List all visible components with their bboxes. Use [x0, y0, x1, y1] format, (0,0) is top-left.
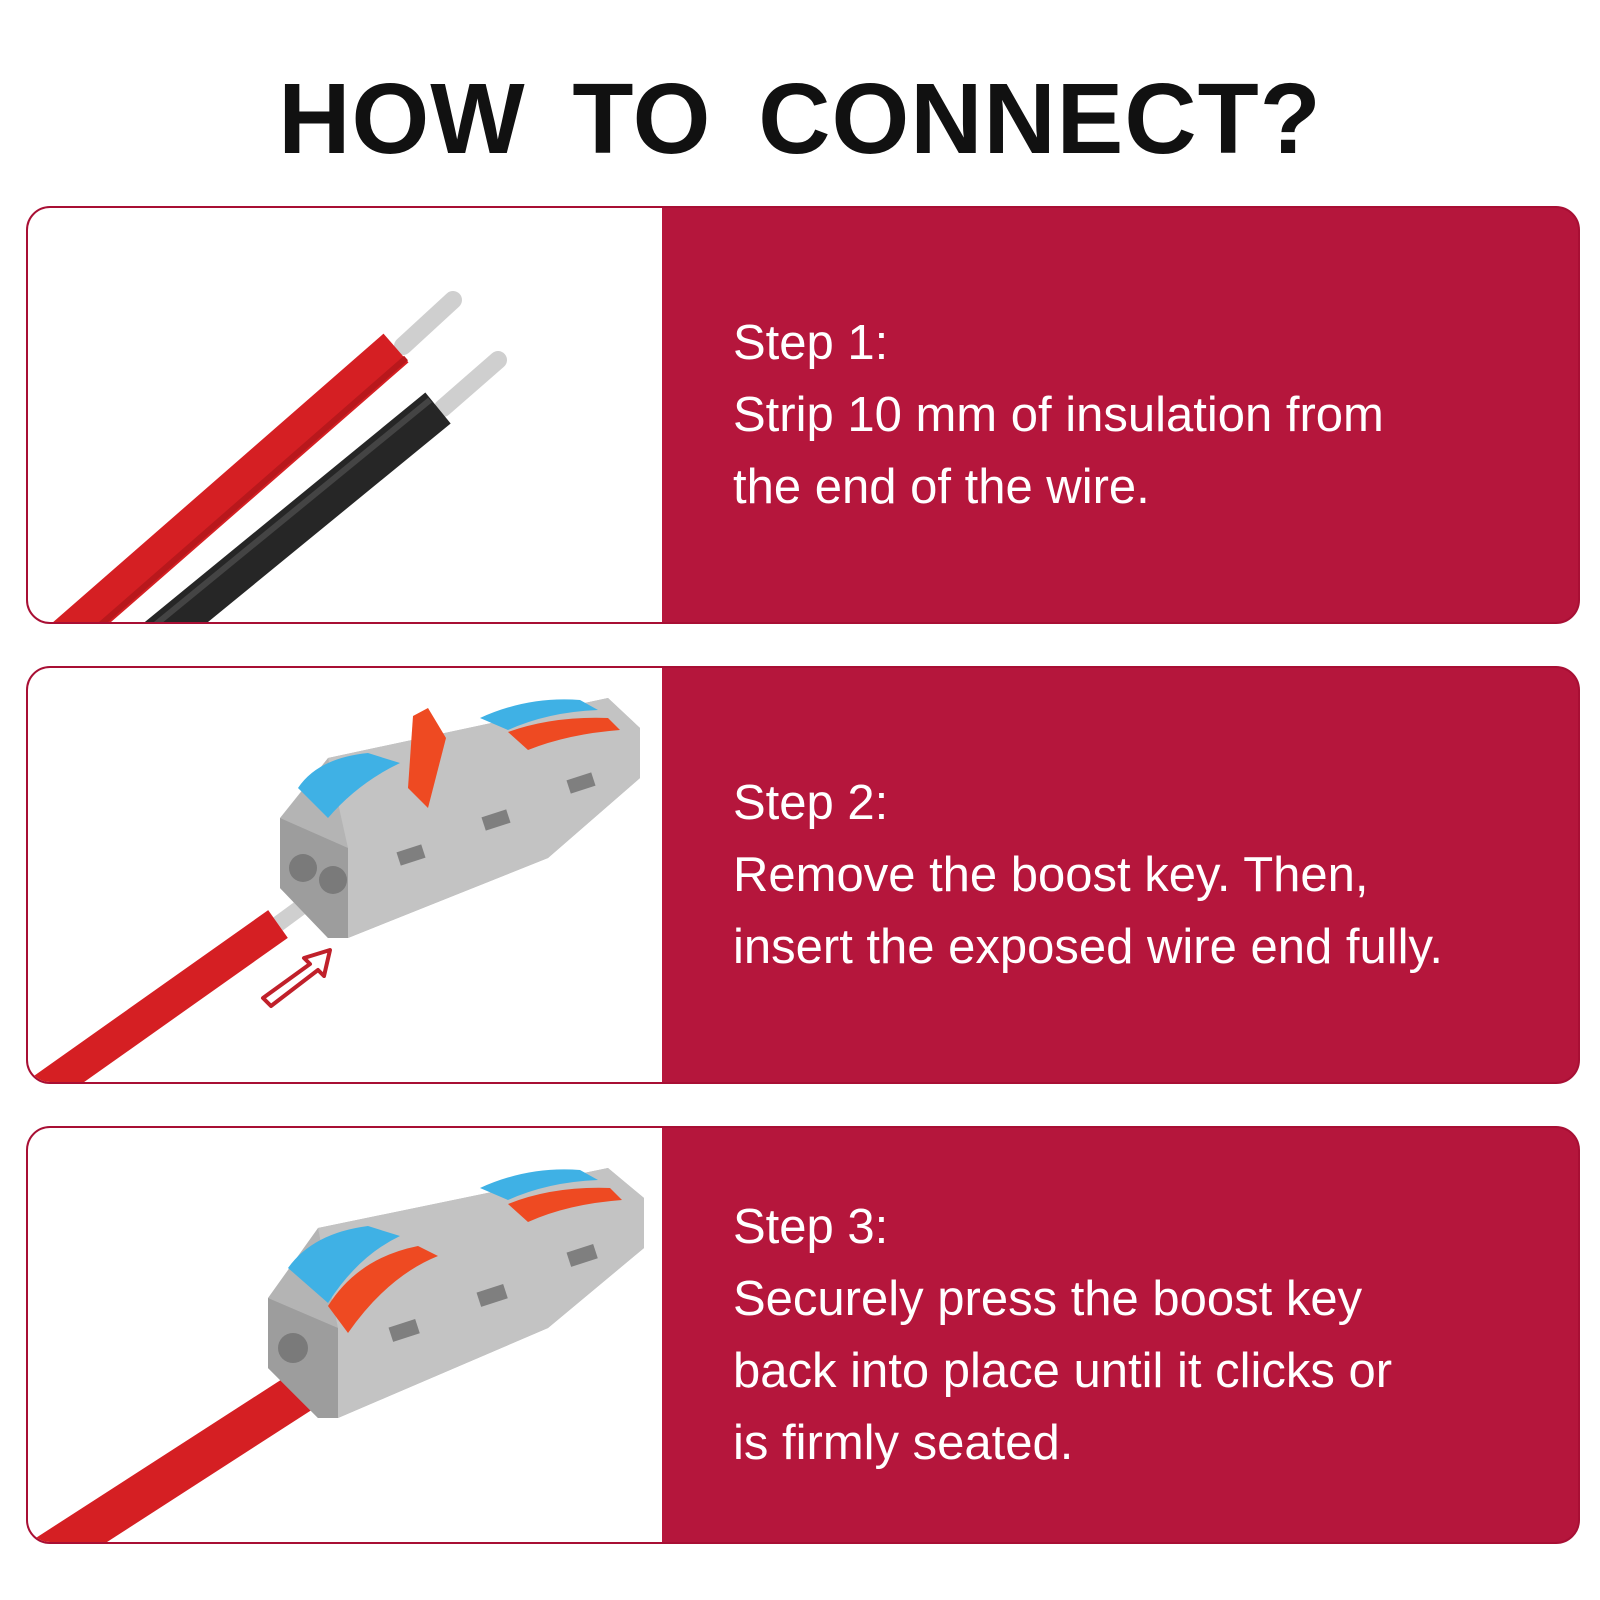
- step-2-card: Step 2: Remove the boost key. Then, inse…: [26, 666, 1580, 1084]
- insert-arrow-icon: [261, 948, 332, 1008]
- step-3-card: Step 3: Securely press the boost key bac…: [26, 1126, 1580, 1544]
- step-1-card: Step 1: Strip 10 mm of insulation from t…: [26, 206, 1580, 624]
- step-line: Remove the boost key. Then,: [733, 848, 1369, 902]
- step-body: Remove the boost key. Then, insert the e…: [733, 839, 1523, 983]
- page-title: HOW TO CONNECT?: [278, 63, 1322, 175]
- step-heading: Step 1:: [733, 316, 889, 370]
- step-body: Strip 10 mm of insulation from the end o…: [733, 379, 1523, 523]
- black-wire: [144, 351, 507, 622]
- step-1-text: Step 1: Strip 10 mm of insulation from t…: [733, 208, 1523, 622]
- lever-connector: [280, 698, 640, 938]
- step-line: Securely press the boost key: [733, 1272, 1363, 1326]
- step-line: the end of the wire.: [733, 460, 1150, 514]
- step-3-text: Step 3: Securely press the boost key bac…: [733, 1128, 1523, 1542]
- step-line: insert the exposed wire end fully.: [733, 920, 1443, 974]
- wire-insertion-illustration: [28, 668, 662, 1082]
- red-wire: [53, 291, 462, 622]
- step-line: is firmly seated.: [733, 1416, 1074, 1470]
- step-body: Securely press the boost key back into p…: [733, 1263, 1523, 1479]
- step-2-text: Step 2: Remove the boost key. Then, inse…: [733, 668, 1523, 1082]
- step-line: back into place until it clicks or: [733, 1344, 1393, 1398]
- stripped-wires-illustration: [28, 208, 662, 622]
- step-heading: Step 3:: [733, 1200, 889, 1254]
- red-wire: [29, 1350, 350, 1542]
- step-line: Strip 10 mm of insulation from: [733, 388, 1384, 442]
- lever-connector: [268, 1168, 644, 1418]
- step-heading: Step 2:: [733, 776, 889, 830]
- connected-wire-illustration: [28, 1128, 662, 1542]
